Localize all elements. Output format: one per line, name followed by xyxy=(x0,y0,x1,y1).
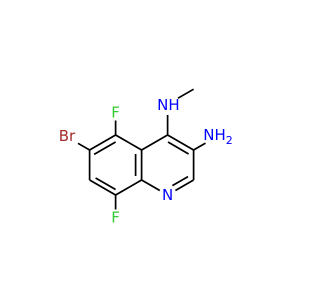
atom-label-nh2-main: NH xyxy=(203,126,226,144)
bond-c6-br xyxy=(77,142,91,151)
bond-c4a-c5 xyxy=(115,134,143,151)
atom-label-f-bottom: F xyxy=(111,209,120,227)
atom-label-nh2-subscript: 2 xyxy=(226,134,233,147)
bond-nh-methyl xyxy=(177,88,195,99)
bond-c5-c6 xyxy=(89,134,117,151)
atom-label-n-ring: N xyxy=(162,186,173,204)
atom-label-f-top: F xyxy=(111,104,120,122)
atom-label-nh-methyl: NH xyxy=(157,96,180,114)
bond-c7-c8 xyxy=(89,179,117,196)
atom-label-br: Br xyxy=(59,127,76,145)
bond-c4a-c4 xyxy=(141,134,169,151)
bond-lines xyxy=(77,88,206,210)
bond-c2-n1 xyxy=(174,179,195,192)
atom-labels: F Br F N NH NH2 xyxy=(59,96,233,227)
bond-c5-c6-double xyxy=(93,141,117,156)
bond-c8-c8a xyxy=(115,179,143,196)
molecule-structure-diagram: F Br F N NH NH2 xyxy=(59,88,233,227)
bond-c7-c8-double xyxy=(95,177,117,191)
bond-c3-nh2 xyxy=(193,142,206,151)
bond-c4-c3-double xyxy=(167,141,190,155)
bond-n1-c8a xyxy=(141,179,161,192)
bond-c2-n1-double xyxy=(171,175,189,187)
atom-label-nh2: NH2 xyxy=(203,126,233,147)
bond-c4-c3 xyxy=(167,134,195,151)
